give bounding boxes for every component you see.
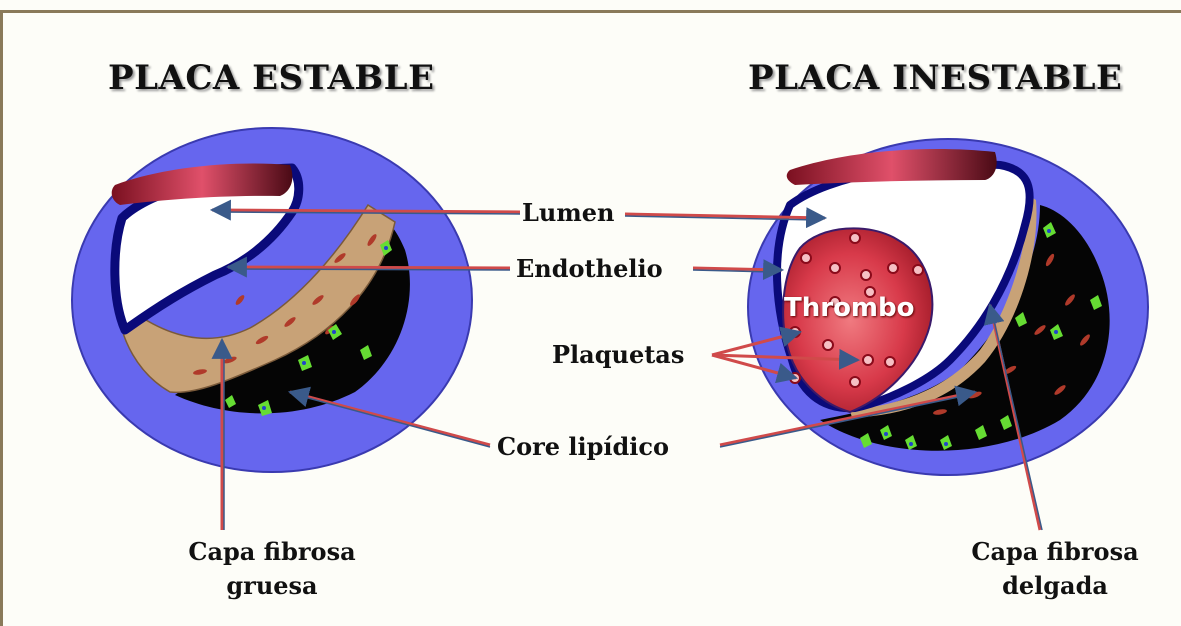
label-endothelio: Endothelio <box>516 254 663 283</box>
label-capa-fibrosa-gruesa: Capa fibrosa gruesa <box>172 535 372 603</box>
unstable-vessel-flap <box>787 149 997 185</box>
label-core-lipidico: Core lipídico <box>497 432 669 461</box>
title-unstable-plaque: PLACA INESTABLE <box>748 58 1122 98</box>
label-thrombo: Thrombo <box>784 293 915 323</box>
label-lumen: Lumen <box>522 198 614 227</box>
label-capa-gruesa-line1: Capa fibrosa <box>172 535 372 569</box>
title-stable-plaque: PLACA ESTABLE <box>108 58 434 98</box>
arrow-endothelio-left <box>228 267 510 268</box>
label-capa-fibrosa-delgada: Capa fibrosa delgada <box>955 535 1155 603</box>
stable-plaque-vessel <box>72 128 472 472</box>
label-plaquetas: Plaquetas <box>552 340 684 369</box>
label-capa-gruesa-line2: gruesa <box>172 569 372 603</box>
label-capa-delgada-line2: delgada <box>955 569 1155 603</box>
label-capa-delgada-line1: Capa fibrosa <box>955 535 1155 569</box>
